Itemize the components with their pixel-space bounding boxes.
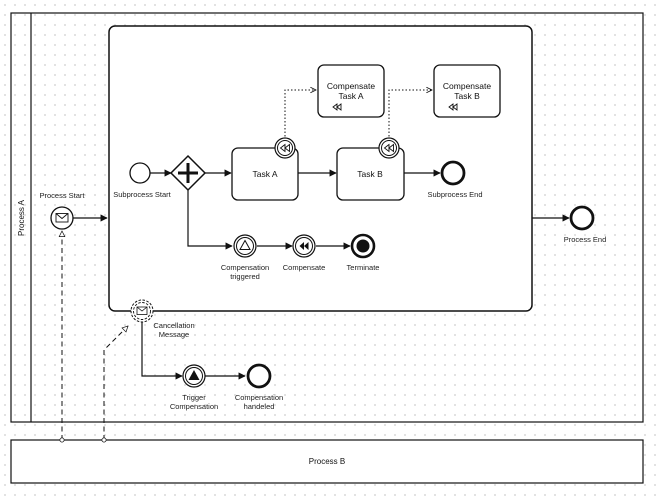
compensate-label: Compensate bbox=[283, 263, 326, 272]
subprocess-end-event[interactable] bbox=[440, 160, 466, 186]
cancellation-message-label-2: Message bbox=[159, 330, 189, 339]
compensation-rewind-icon bbox=[279, 143, 290, 153]
task-b[interactable]: Task B bbox=[336, 147, 405, 201]
task-a[interactable]: Task A bbox=[231, 147, 299, 201]
compensate-task-b[interactable]: Compensate Task B bbox=[433, 64, 501, 118]
task-a-compensation-boundary-event[interactable] bbox=[274, 137, 296, 159]
compensation-handled-label-2: handeled bbox=[244, 402, 275, 411]
triangle-icon bbox=[239, 239, 251, 250]
pool-label-process-a: Process A bbox=[17, 199, 26, 236]
parallel-gateway-icon bbox=[178, 163, 198, 183]
parallel-gateway[interactable] bbox=[169, 154, 207, 192]
task-b-compensation-boundary-event[interactable] bbox=[378, 137, 400, 159]
terminate-label: Terminate bbox=[347, 263, 380, 272]
cancellation-message-label-1: Cancellation bbox=[153, 321, 194, 330]
compensate-task-b-label-2: Task B bbox=[454, 91, 480, 101]
pool-label-process-b: Process B bbox=[309, 457, 345, 466]
compensate-task-a-label-1: Compensate bbox=[327, 81, 375, 91]
trigger-compensation-event[interactable] bbox=[182, 364, 206, 388]
pool-process-a[interactable]: Process A bbox=[10, 12, 644, 423]
compensate-task-a-label-2: Task A bbox=[338, 91, 363, 101]
compensation-rewind-icon bbox=[299, 242, 309, 250]
compensation-rewind-icon bbox=[383, 143, 394, 153]
sequence-flows bbox=[73, 169, 570, 380]
subprocess[interactable] bbox=[108, 25, 533, 312]
subprocess-start-label: Subprocess Start bbox=[113, 190, 171, 199]
compensate-task-a[interactable]: Compensate Task A bbox=[317, 64, 385, 118]
compensation-associations bbox=[284, 90, 432, 140]
compensation-marker-icon bbox=[448, 103, 458, 111]
compensation-marker-icon bbox=[332, 103, 342, 111]
pool-process-b[interactable]: Process B bbox=[10, 439, 644, 484]
compensation-handled-end-event[interactable] bbox=[246, 363, 272, 389]
task-a-label: Task A bbox=[252, 169, 277, 179]
compensation-triggered-event[interactable] bbox=[233, 234, 257, 258]
cancellation-message-boundary-event[interactable] bbox=[130, 299, 154, 323]
process-start-label: Process Start bbox=[39, 191, 85, 200]
terminate-event[interactable] bbox=[350, 233, 376, 259]
process-end-label: Process End bbox=[564, 235, 607, 244]
compensate-task-b-label-1: Compensate bbox=[443, 81, 491, 91]
trigger-compensation-label-2: Compensation bbox=[170, 402, 218, 411]
trigger-compensation-label-1: Trigger bbox=[182, 393, 206, 402]
process-end-event[interactable] bbox=[569, 205, 595, 231]
envelope-icon bbox=[55, 213, 69, 223]
triangle-icon bbox=[188, 370, 200, 380]
compensate-event[interactable] bbox=[292, 234, 316, 258]
message-flows bbox=[62, 231, 128, 440]
subprocess-start-event[interactable] bbox=[129, 162, 151, 184]
compensation-triggered-label-2: triggered bbox=[230, 272, 260, 281]
compensation-handled-label-1: Compensation bbox=[235, 393, 283, 402]
compensation-triggered-label-1: Compensation bbox=[221, 263, 269, 272]
task-b-label: Task B bbox=[357, 169, 383, 179]
process-start-event[interactable] bbox=[50, 206, 74, 230]
envelope-icon bbox=[136, 306, 148, 315]
subprocess-end-label: Subprocess End bbox=[427, 190, 482, 199]
